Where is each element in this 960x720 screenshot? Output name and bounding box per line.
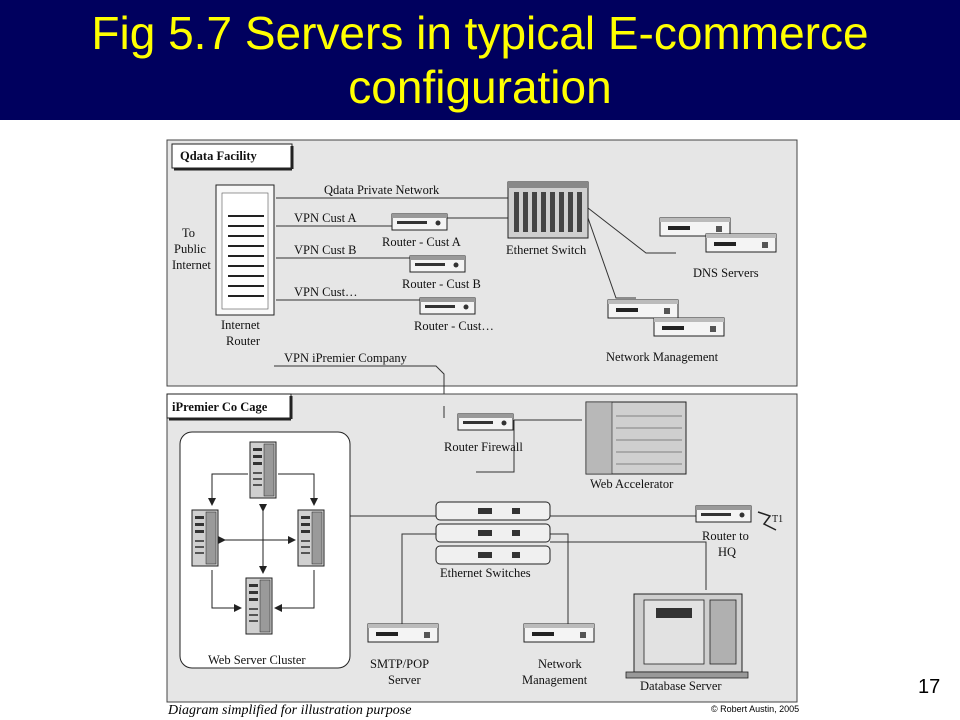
qdata-ethernet-switch bbox=[507, 181, 589, 239]
dns-server-1 bbox=[659, 217, 731, 237]
qdata-network-management-label: Network Management bbox=[606, 350, 719, 364]
vpn-cust-a-label: VPN Cust A bbox=[294, 211, 357, 225]
network-diagram-svg: Qdata Facility To Public Internet Intern… bbox=[166, 139, 798, 703]
slide-title: Fig 5.7 Servers in typical E-commerce co… bbox=[0, 6, 960, 114]
qdata-section-label: Qdata Facility bbox=[180, 149, 257, 163]
cluster-arrows bbox=[208, 473, 318, 612]
smtp-pop-server-device bbox=[367, 623, 439, 643]
to-public-label-2: Public bbox=[174, 242, 206, 256]
to-public-label-1: To bbox=[182, 226, 195, 240]
qdata-netmgmt-server-2 bbox=[653, 317, 725, 337]
ipremier-netmgmt-label-2: Management bbox=[522, 673, 588, 687]
web-server-top bbox=[249, 441, 277, 499]
slide-title-line1: Fig 5.7 Servers in typical E-commerce bbox=[91, 7, 869, 59]
router-firewall-label: Router Firewall bbox=[444, 440, 523, 454]
database-server-label: Database Server bbox=[640, 679, 722, 693]
ipremier-section-label: iPremier Co Cage bbox=[172, 400, 268, 414]
router-cust-c-device bbox=[419, 297, 476, 315]
internet-router-rack bbox=[215, 184, 275, 316]
copyright-note: © Robert Austin, 2005 bbox=[711, 704, 800, 714]
web-server-right bbox=[297, 509, 325, 567]
ipremier-netmgmt-device bbox=[523, 623, 595, 643]
dns-server-2 bbox=[705, 233, 777, 253]
footer-note: Diagram simplified for illustration purp… bbox=[168, 703, 412, 718]
to-public-label-3: Internet bbox=[172, 258, 211, 272]
private-network-label: Qdata Private Network bbox=[324, 183, 440, 197]
ipremier-connections bbox=[350, 406, 707, 624]
router-to-hq-label-2: HQ bbox=[718, 545, 736, 559]
t1-link-icon bbox=[757, 511, 777, 531]
router-to-hq-label-1: Router to bbox=[702, 529, 749, 543]
internet-router-label-2: Router bbox=[226, 334, 261, 348]
web-accelerator-device bbox=[585, 401, 687, 475]
slide-title-line2: configuration bbox=[348, 61, 612, 113]
ipremier-label-box bbox=[166, 393, 292, 419]
web-server-left bbox=[191, 509, 219, 567]
t1-label: T1 bbox=[772, 514, 783, 525]
router-cust-a-device bbox=[391, 213, 448, 231]
vpn-ipremier-label: VPN iPremier Company bbox=[284, 351, 408, 365]
web-server-cluster-label: Web Server Cluster bbox=[208, 653, 306, 667]
qdata-netmgmt-server-1 bbox=[607, 299, 679, 319]
ethernet-switches-label: Ethernet Switches bbox=[440, 566, 531, 580]
database-server-device bbox=[625, 593, 749, 679]
router-cust-a-label: Router - Cust A bbox=[382, 235, 461, 249]
page-number: 17 bbox=[918, 676, 941, 698]
network-diagram: Qdata Facility To Public Internet Intern… bbox=[166, 138, 800, 704]
web-accelerator-label: Web Accelerator bbox=[590, 477, 674, 491]
ipremier-netmgmt-label-1: Network bbox=[538, 657, 582, 671]
qdata-connections bbox=[274, 197, 676, 406]
vpn-cust-c-label: VPN Cust… bbox=[294, 285, 358, 299]
ipremier-router-firewall-device bbox=[457, 413, 514, 431]
vpn-cust-b-label: VPN Cust B bbox=[294, 243, 357, 257]
smtp-pop-label-1: SMTP/POP bbox=[370, 657, 429, 671]
ethernet-switch-label: Ethernet Switch bbox=[506, 243, 587, 257]
web-server-bottom bbox=[245, 577, 273, 635]
router-cust-c-label: Router - Cust… bbox=[414, 319, 494, 333]
internet-router-label-1: Internet bbox=[221, 318, 260, 332]
router-cust-b-device bbox=[409, 255, 466, 273]
title-bar bbox=[0, 0, 960, 120]
router-to-hq-device bbox=[695, 505, 752, 523]
smtp-pop-label-2: Server bbox=[388, 673, 421, 687]
ipremier-ethernet-switches bbox=[435, 501, 551, 565]
router-cust-b-label: Router - Cust B bbox=[402, 277, 481, 291]
dns-servers-label: DNS Servers bbox=[693, 266, 759, 280]
qdata-label-box bbox=[171, 143, 293, 169]
